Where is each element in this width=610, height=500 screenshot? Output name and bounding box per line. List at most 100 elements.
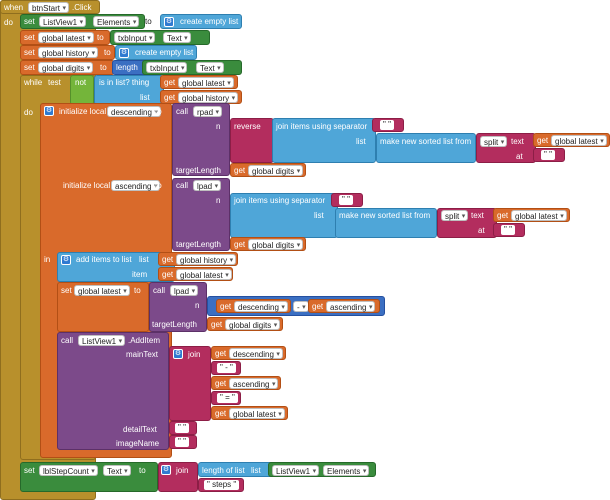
target-length-label: targetLength <box>176 166 221 175</box>
call-label: call <box>176 107 189 116</box>
global-latest-dropdown[interactable]: global latest <box>511 210 567 222</box>
split-dropdown[interactable]: split <box>441 210 469 222</box>
gear-icon[interactable]: ⚙ <box>44 106 54 116</box>
ascending-dropdown[interactable]: ascending <box>229 378 279 390</box>
get-label: get <box>312 302 324 311</box>
global-history-dropdown[interactable]: global history <box>178 92 239 104</box>
get-label: get <box>215 409 227 418</box>
global-latest-dropdown[interactable]: global latest <box>178 77 234 89</box>
make-sorted-list-block[interactable] <box>376 133 476 163</box>
descending-dropdown[interactable]: descending <box>229 348 283 360</box>
string-field[interactable]: " " <box>501 225 515 235</box>
global-latest-dropdown[interactable]: global latest <box>229 408 285 420</box>
set-label: set <box>24 466 35 475</box>
add-items-to-list-block[interactable] <box>57 252 175 282</box>
join-items-block[interactable] <box>230 193 338 238</box>
global-history-dropdown[interactable]: global history <box>38 47 99 59</box>
rpad-dropdown[interactable]: rpad <box>193 106 223 118</box>
in-label: in <box>44 255 51 264</box>
string-field[interactable]: " " <box>339 195 353 205</box>
global-digits-dropdown[interactable]: global digits <box>225 319 281 331</box>
split-dropdown[interactable]: split <box>480 136 508 148</box>
to-label: to <box>145 17 152 26</box>
gear-icon[interactable]: ⚙ <box>61 255 71 265</box>
descending-dropdown[interactable]: descending <box>234 301 288 313</box>
text-prop-dropdown[interactable]: Text <box>103 465 131 477</box>
make-sorted-list-block[interactable] <box>335 208 437 238</box>
string-field[interactable]: " " <box>380 120 394 130</box>
to-label: to <box>155 181 162 190</box>
listview1-dropdown[interactable]: ListView1 <box>78 335 126 347</box>
btnstart-dropdown[interactable]: btnStart <box>28 2 70 14</box>
gear-icon[interactable]: ⚙ <box>119 48 129 58</box>
global-digits-dropdown[interactable]: global digits <box>248 239 304 251</box>
call-listview1-additem-block[interactable] <box>57 332 169 450</box>
maintext-label: mainText <box>126 350 159 359</box>
call-lpad-block[interactable] <box>172 178 230 251</box>
get-label: get <box>164 78 176 87</box>
global-latest-dropdown[interactable]: global latest <box>74 285 130 297</box>
to-label: to <box>104 48 111 57</box>
gear-icon[interactable]: ⚙ <box>161 465 171 475</box>
get-label: get <box>234 240 246 249</box>
listview1-dropdown[interactable]: ListView1 <box>272 465 320 477</box>
set-label: set <box>24 63 35 72</box>
minus-operator-dropdown[interactable]: - <box>293 301 309 313</box>
initialize-local-label: initialize local <box>59 107 107 116</box>
n-label: n <box>216 122 221 131</box>
lblstepcount-dropdown[interactable]: lblStepCount <box>39 465 98 477</box>
while-label: while <box>24 78 43 87</box>
string-field[interactable]: " " <box>541 150 555 160</box>
global-latest-dropdown[interactable]: global latest <box>551 135 607 147</box>
listview1-dropdown[interactable]: ListView1 <box>39 16 87 28</box>
to-label: to <box>155 107 162 116</box>
create-empty-list-block[interactable] <box>160 14 242 29</box>
lpad-dropdown[interactable]: lpad <box>170 285 199 297</box>
gear-icon[interactable]: ⚙ <box>164 17 174 27</box>
imagename-label: imageName <box>116 439 160 448</box>
call-label: call <box>176 181 189 190</box>
join-items-label: join items using separator <box>276 122 368 131</box>
string-field[interactable]: " " <box>175 437 189 447</box>
item-label: item <box>132 270 148 279</box>
set-label: set <box>24 17 35 26</box>
target-length-label: targetLength <box>176 240 221 249</box>
is-in-list-label: is in list? thing <box>99 78 150 87</box>
text-prop-dropdown[interactable]: Text <box>163 32 191 44</box>
add-items-label: add items to list <box>76 255 132 264</box>
descending-name-field[interactable]: descending <box>107 106 161 118</box>
create-empty-list-label: create empty list <box>135 48 194 57</box>
string-field[interactable]: " - " <box>217 363 236 373</box>
text-prop-dropdown[interactable]: Text <box>196 62 224 74</box>
global-digits-dropdown[interactable]: global digits <box>248 165 304 177</box>
global-history-dropdown[interactable]: global history <box>176 254 237 266</box>
string-field[interactable]: " = " <box>217 393 238 403</box>
reverse-label: reverse <box>234 122 261 131</box>
create-empty-list-block[interactable] <box>115 45 197 60</box>
ascending-dropdown[interactable]: ascending <box>326 301 376 313</box>
global-latest-dropdown[interactable]: global latest <box>38 32 94 44</box>
set-label: set <box>24 33 35 42</box>
ascending-name-field[interactable]: ascending <box>111 180 161 192</box>
txbinput-dropdown[interactable]: txbInput <box>146 62 188 74</box>
get-label: get <box>497 211 509 220</box>
elements-dropdown[interactable]: Elements <box>323 465 370 477</box>
make-sorted-label: make new sorted list from <box>380 137 472 146</box>
when-label: when <box>4 3 24 12</box>
string-field[interactable]: " steps " <box>204 480 240 490</box>
global-digits-dropdown[interactable]: global digits <box>38 62 94 74</box>
join-label: join <box>176 466 189 475</box>
list-label: list <box>314 211 324 220</box>
join-items-block[interactable] <box>272 118 376 163</box>
gear-icon[interactable]: ⚙ <box>173 349 183 359</box>
join-label: join <box>188 350 201 359</box>
global-latest-dropdown[interactable]: global latest <box>176 269 232 281</box>
elements-dropdown[interactable]: Elements <box>93 16 140 28</box>
list-label: list <box>140 93 150 102</box>
get-label: get <box>220 302 232 311</box>
string-field[interactable]: " " <box>175 423 189 433</box>
lpad-dropdown[interactable]: lpad <box>193 180 222 192</box>
not-block[interactable] <box>70 75 94 105</box>
txbinput-dropdown[interactable]: txbInput <box>114 32 156 44</box>
do-label: do <box>4 18 13 27</box>
